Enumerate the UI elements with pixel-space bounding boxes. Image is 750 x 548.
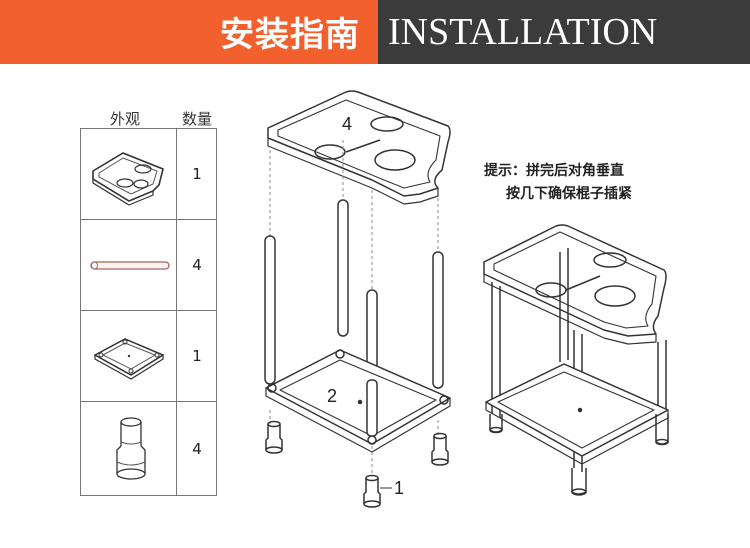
hint-line-1: 提示：拼完后对角垂直 — [484, 163, 624, 179]
exploded-feet — [265, 420, 449, 508]
col-head-appearance: 外观 — [110, 110, 141, 128]
top-tray-icon — [92, 152, 164, 206]
header-title-cn: 安装指南 — [220, 15, 360, 55]
callout-base-plate: 2 — [327, 386, 338, 406]
callout-foot: 1 — [394, 478, 405, 498]
callout-top-tray: 4 — [342, 114, 353, 134]
rod-thumbnail — [81, 220, 177, 310]
qty-foot: 4 — [192, 439, 202, 458]
qty-top-tray: 1 — [192, 165, 202, 183]
foot-thumbnail — [81, 402, 177, 495]
top-tray-thumbnail — [81, 129, 177, 219]
foot-icon — [116, 417, 146, 480]
exploded-top-tray — [267, 90, 451, 205]
rod-icon — [90, 261, 170, 270]
col-head-quantity: 数量 — [182, 110, 213, 128]
header-banner: 安装指南 INSTALLATION — [0, 0, 750, 64]
hint-line-2: 按几下确保棍子插紧 — [506, 186, 632, 202]
header-title-en: INSTALLATION — [388, 11, 658, 53]
qty-rod: 4 — [192, 256, 202, 274]
parts-table: 1 4 1 — [80, 128, 217, 496]
qty-base-plate: 1 — [192, 347, 202, 365]
parts-row-foot: 4 — [80, 401, 217, 496]
exploded-base-plate — [265, 349, 451, 453]
header-orange-block: 安装指南 — [0, 0, 378, 64]
base-plate-icon — [93, 338, 165, 380]
header-dark-block: INSTALLATION — [378, 0, 750, 64]
base-plate-thumbnail — [81, 311, 177, 401]
assembled-stand — [483, 224, 669, 496]
